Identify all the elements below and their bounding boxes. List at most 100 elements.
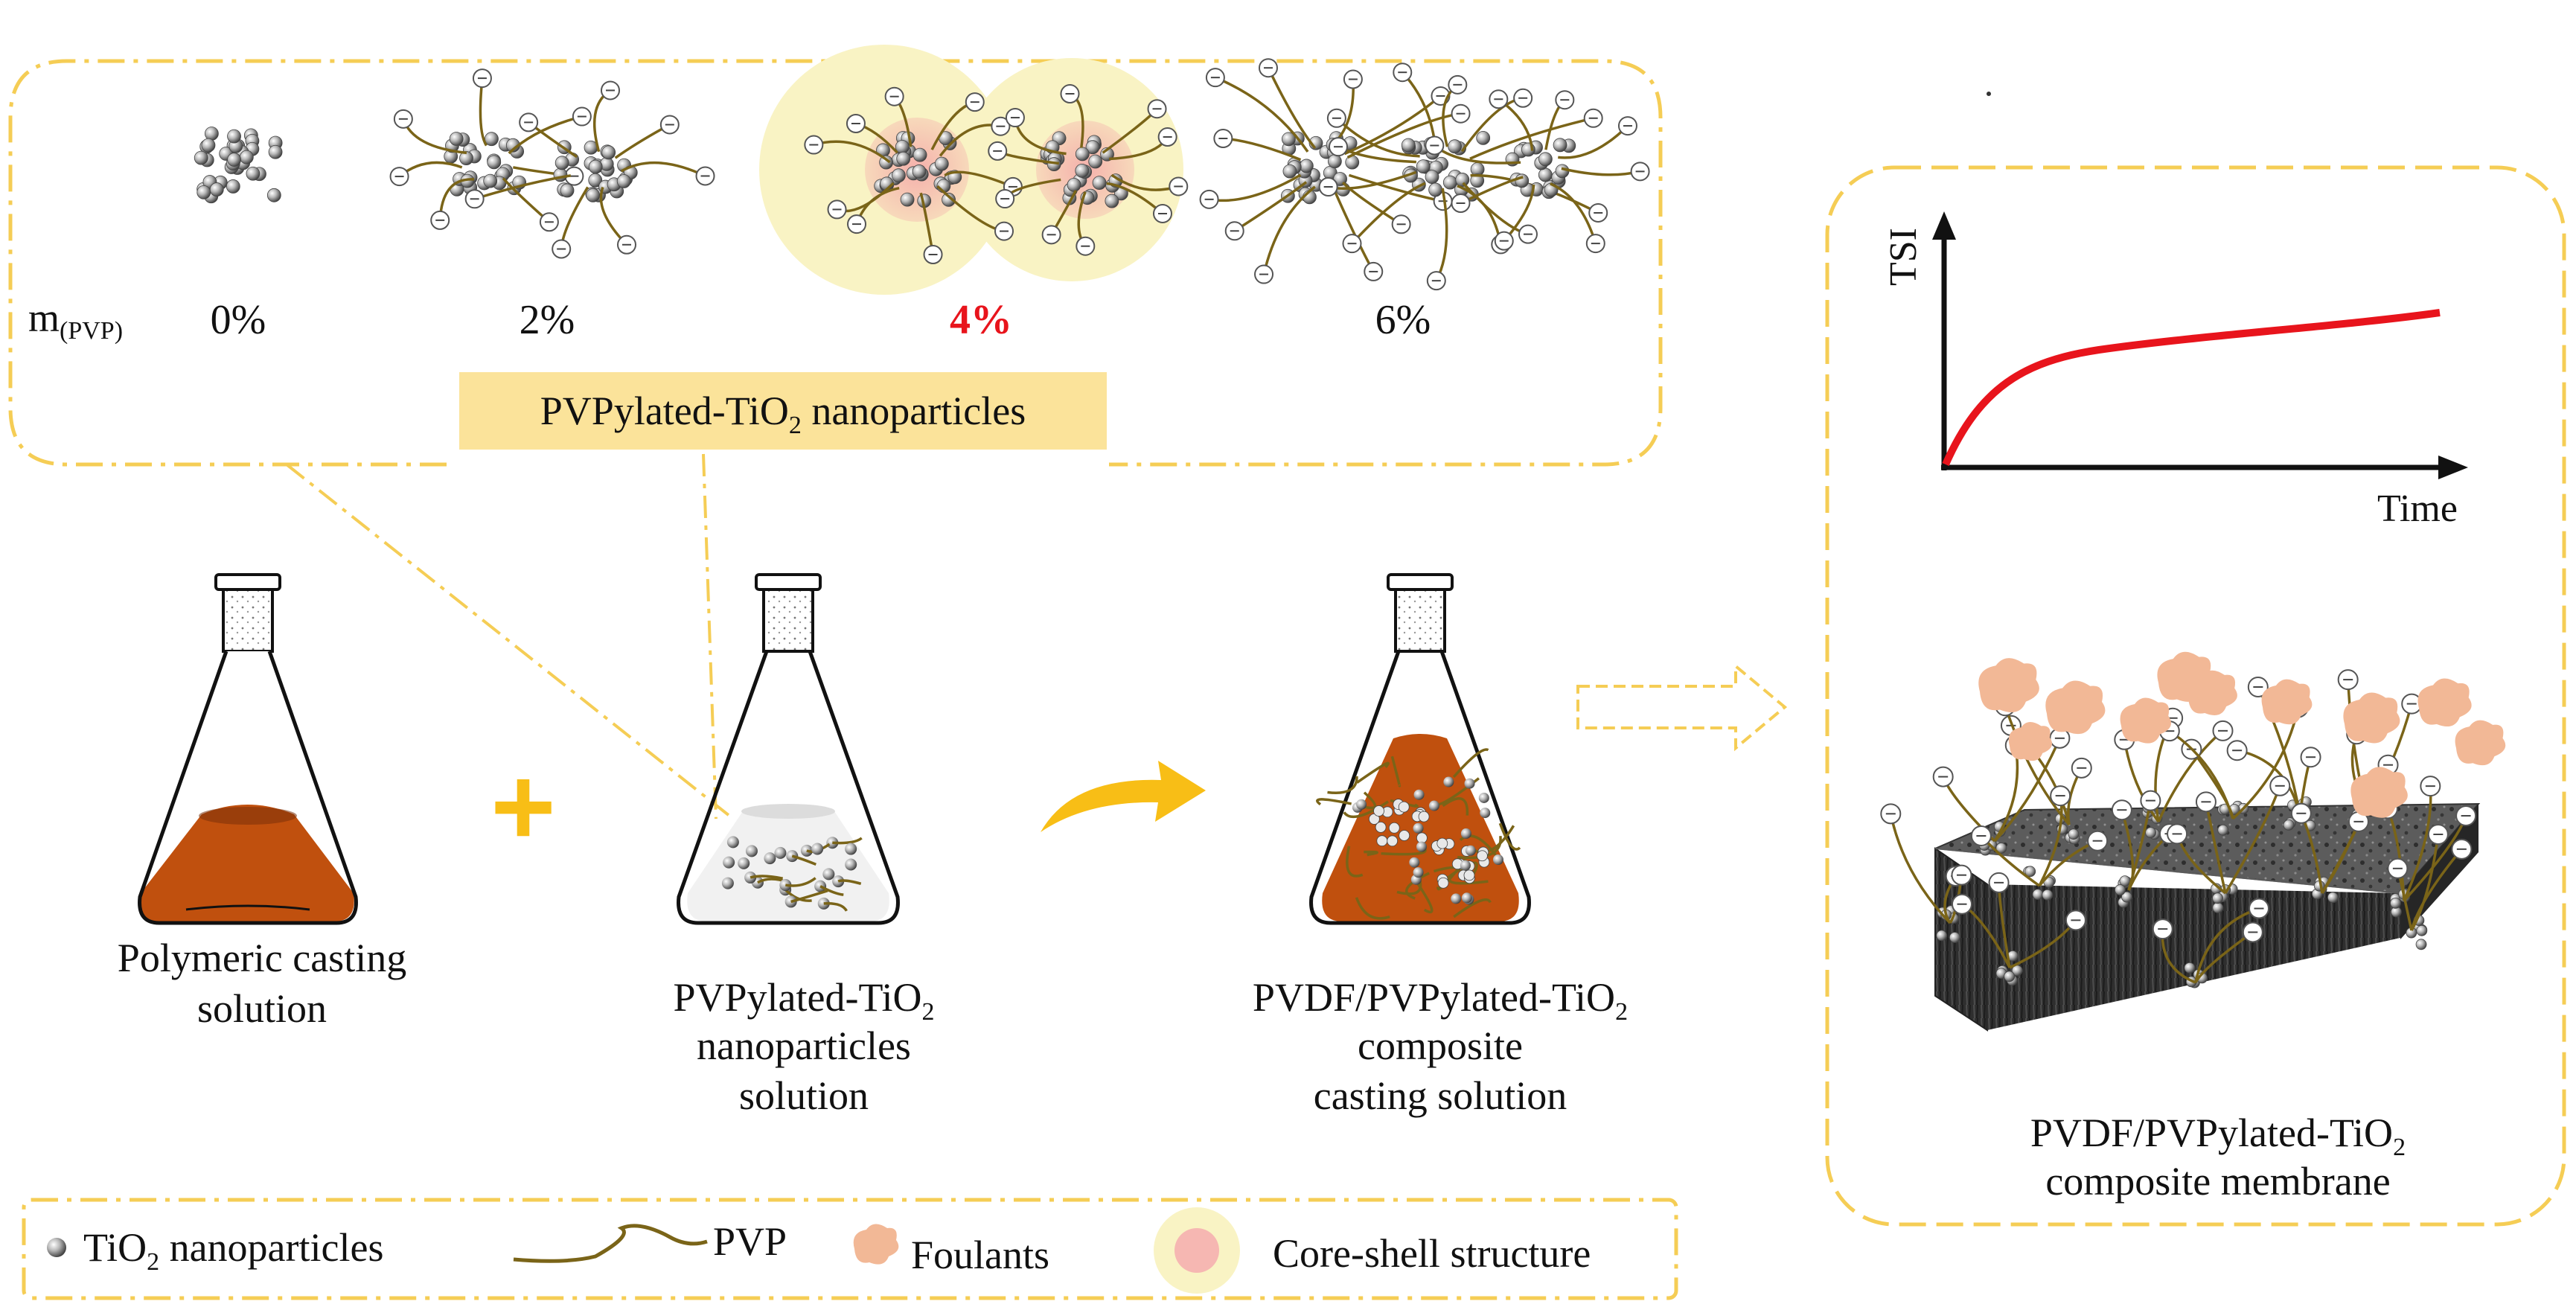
tio2-particle <box>201 138 216 153</box>
pvp-chain <box>1405 872 1430 900</box>
tio2-particle <box>1282 164 1297 179</box>
tio2-legend-icon <box>47 1238 66 1257</box>
nanoparticle-cluster-icon <box>389 68 715 259</box>
tio2-particle <box>1437 877 1449 889</box>
pvp-chain <box>2004 705 2071 826</box>
tio2-particle <box>1461 892 1472 904</box>
flask-nanoparticle-label-3: solution <box>739 1073 869 1118</box>
right-panel-border <box>1825 165 2566 1227</box>
tio2-particle <box>1356 799 1367 810</box>
flask-polymeric: Polymeric casting solution <box>118 573 406 1031</box>
pvp-chain <box>790 889 828 904</box>
legend-border <box>22 1198 1678 1300</box>
tio2-particle <box>913 147 927 162</box>
tio2-particle <box>1538 152 1553 167</box>
x-axis-label: Time <box>2377 488 2458 530</box>
tio2-particle <box>1995 843 2007 854</box>
pvp-chain <box>1558 124 1629 159</box>
pvp-chain <box>1267 67 1317 150</box>
foulant-icon <box>2261 679 2313 725</box>
pvp-chain <box>1233 181 1308 232</box>
tio2-particle <box>1299 159 1314 173</box>
foulant-icon <box>2343 692 2400 744</box>
tio2-particle <box>1046 157 1061 171</box>
banner-title: PVPylated-TiO2 nanoparticles <box>540 389 1026 439</box>
flask-composite-label-2: composite <box>1358 1023 1523 1068</box>
tio2-particle <box>2115 884 2126 895</box>
y-axis-label: TSI <box>1882 228 1925 286</box>
pvp-ratio-label: m(PVP) <box>28 295 123 345</box>
tio2-particle <box>1465 845 1476 856</box>
tio2-particle <box>2327 892 2339 904</box>
tio2-particle <box>845 858 857 871</box>
pvp-chain <box>1335 117 1420 158</box>
x-axis-arrowhead <box>2438 456 2468 479</box>
foulant-icon <box>2008 722 2053 761</box>
nanoparticle-cluster-icon <box>804 84 1189 265</box>
pvp-chain <box>1442 797 1469 816</box>
pvp-chain <box>1215 76 1309 153</box>
nanoparticle-cluster-icon <box>194 127 283 204</box>
tio2-particle <box>1448 139 1462 154</box>
foulant-icon <box>853 1224 899 1265</box>
tio2-particle <box>2004 971 2016 982</box>
flask-icon <box>1309 573 1531 925</box>
tio2-particle <box>1455 173 1470 187</box>
tio2-particle <box>723 856 735 869</box>
tio2-particle <box>1345 155 1360 170</box>
tio2-particle <box>1282 132 1296 147</box>
pvp-chain <box>1889 813 1952 924</box>
pvp-chain <box>819 885 844 896</box>
flask-nanoparticle: PVPylated-TiO2 nanoparticles solution <box>673 573 935 1118</box>
tio2-particle <box>811 843 824 855</box>
pvp-chain <box>1457 835 1502 860</box>
membrane-label-1: PVDF/PVPylated-TiO2 <box>2030 1111 2406 1161</box>
pvp-chain <box>1351 182 1426 245</box>
top-panel: m(PVP) 0% 2% 4% 6% PVPylated-TiO2 nanopa… <box>8 45 1663 820</box>
right-panel: TSI Time PVDF/PVPylated-TiO2 composite m… <box>1825 165 2566 1227</box>
tio2-particle <box>891 168 906 183</box>
tio2-particle <box>1105 194 1119 208</box>
tio2-particle <box>822 868 835 881</box>
tio2-particle <box>1538 167 1553 182</box>
tio2-particle <box>1075 164 1090 178</box>
pvp-chain <box>2410 834 2440 931</box>
tio2-particle <box>774 846 787 859</box>
tio2-particle <box>1428 800 1439 811</box>
hollow-arrow-icon <box>1576 662 1788 752</box>
tio2-particle <box>745 845 758 857</box>
tio2-particle <box>1376 835 1388 847</box>
tio2-particle <box>1464 778 1475 789</box>
pvp-chain <box>1332 186 1375 272</box>
tio2-particle <box>1476 850 1488 862</box>
tio2-particle <box>764 852 776 865</box>
pvp-chain <box>1364 850 1378 857</box>
pvp-chain <box>823 901 848 912</box>
tio2-particle <box>554 156 569 170</box>
tio2-particle <box>2042 889 2054 901</box>
pvp-chain <box>2194 907 2260 983</box>
pvp-chain <box>832 837 863 845</box>
tio2-particle <box>1553 138 1567 153</box>
tio2-particle <box>459 151 473 165</box>
tio2-particle <box>204 127 219 141</box>
callout-line-right <box>702 453 717 819</box>
tio2-particle <box>1418 811 1430 822</box>
curved-arrow-icon <box>1041 761 1206 832</box>
tio2-particle <box>726 836 739 849</box>
pvp-chain <box>1550 182 1597 244</box>
tio2-particle <box>1555 164 1570 179</box>
pvp-chain <box>1343 800 1389 819</box>
foulant-icon <box>2120 697 2172 744</box>
tio2-particle <box>2184 962 2196 974</box>
tio2-particle <box>1443 776 1454 787</box>
tio2-particle <box>227 129 241 144</box>
pvp-chain <box>1401 71 1437 148</box>
tio2-particle <box>934 156 949 171</box>
tio2-particle <box>194 150 208 165</box>
legend-core-shell: Core-shell structure <box>1273 1231 1591 1276</box>
tio2-particle <box>1470 173 1485 188</box>
tio2-particle <box>1088 154 1103 169</box>
y-axis-arrowhead <box>1932 211 1956 240</box>
